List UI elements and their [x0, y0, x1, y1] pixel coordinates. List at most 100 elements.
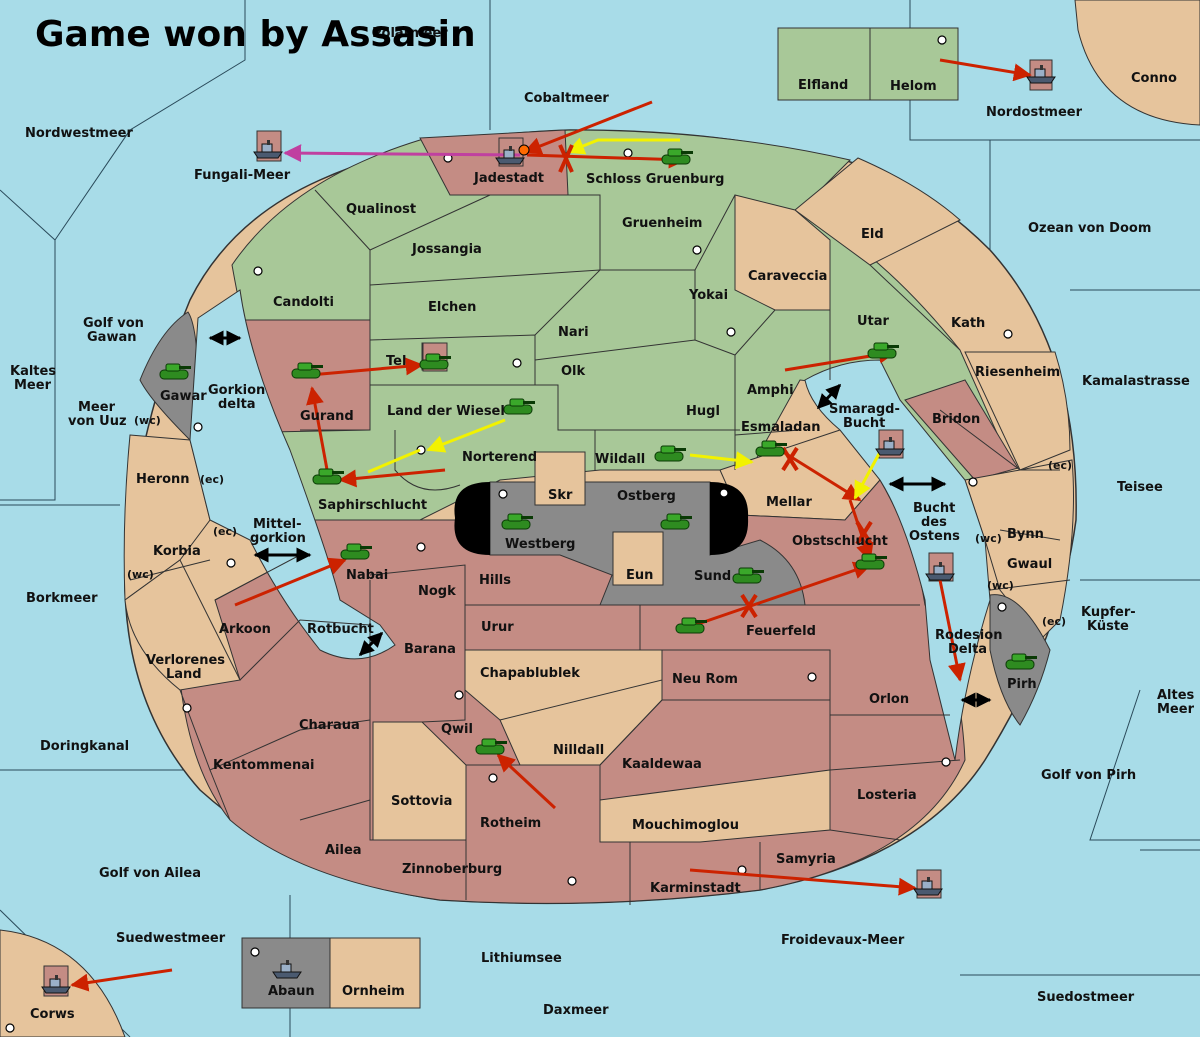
svg-text:Heronn: Heronn	[136, 472, 190, 487]
svg-text:Zinnoberburg: Zinnoberburg	[402, 862, 502, 877]
svg-text:Rodesion: Rodesion	[935, 628, 1002, 643]
svg-text:(wc): (wc)	[975, 532, 1002, 545]
svg-text:Gruenheim: Gruenheim	[622, 216, 702, 231]
svg-text:Jossangia: Jossangia	[411, 242, 482, 257]
svg-text:Altes: Altes	[1157, 688, 1195, 703]
svg-text:Urur: Urur	[481, 620, 514, 635]
svg-text:Skr: Skr	[548, 488, 573, 503]
svg-text:Kath: Kath	[951, 316, 985, 331]
svg-text:Tel: Tel	[386, 354, 406, 369]
svg-text:Nordwestmeer: Nordwestmeer	[25, 126, 133, 141]
move-arrow-jade	[523, 100, 653, 155]
svg-text:Ozean von Doom: Ozean von Doom	[1028, 221, 1151, 236]
svg-text:Corws: Corws	[30, 1007, 75, 1022]
svg-text:Kupfer-: Kupfer-	[1081, 605, 1136, 620]
svg-text:Gawar: Gawar	[160, 389, 207, 404]
svg-text:Meer: Meer	[1157, 702, 1195, 717]
svg-text:Gorkion: Gorkion	[208, 383, 265, 398]
svg-text:Eld: Eld	[861, 227, 884, 242]
svg-text:Losteria: Losteria	[857, 788, 917, 803]
svg-text:Karminstadt: Karminstadt	[650, 881, 741, 896]
svg-text:Ostberg: Ostberg	[617, 489, 676, 504]
svg-text:Conno: Conno	[1131, 71, 1177, 86]
eld-region[interactable]	[794, 157, 961, 266]
order-arrows	[70, 58, 1032, 992]
svg-text:Mellar: Mellar	[766, 495, 812, 510]
conno-region[interactable]	[1074, 0, 1200, 126]
svg-text:Kaltes: Kaltes	[10, 364, 56, 379]
failed-order-marks	[558, 144, 873, 619]
skr-region[interactable]	[534, 451, 586, 506]
svg-text:Meer: Meer	[14, 378, 52, 393]
sottovia-region[interactable]	[372, 721, 467, 841]
svg-text:Feuerfeld: Feuerfeld	[746, 624, 816, 639]
svg-text:Schloss Gruenburg: Schloss Gruenburg	[586, 172, 724, 187]
svg-text:Esmaladan: Esmaladan	[741, 420, 821, 435]
svg-text:(wc): (wc)	[987, 579, 1014, 592]
svg-text:Delta: Delta	[948, 642, 987, 657]
svg-text:Lithiumsee: Lithiumsee	[481, 951, 562, 966]
ostberg-ends	[710, 482, 749, 555]
svg-text:Orlon: Orlon	[869, 692, 909, 707]
svg-text:Westberg: Westberg	[505, 537, 575, 552]
svg-text:Doringkanal: Doringkanal	[40, 739, 129, 754]
svg-text:Hills: Hills	[479, 573, 511, 588]
svg-text:Jadestadt: Jadestadt	[473, 171, 544, 186]
adjacency-arrows	[208, 330, 992, 708]
svg-text:Verlorenes: Verlorenes	[146, 653, 225, 668]
svg-text:(wc): (wc)	[127, 568, 154, 581]
svg-text:Mittel-: Mittel-	[253, 517, 302, 532]
svg-text:Helom: Helom	[890, 79, 937, 94]
svg-text:Bridon: Bridon	[932, 412, 980, 427]
game-title: Game won by Assasin	[35, 14, 476, 55]
svg-text:Küste: Küste	[1087, 619, 1129, 634]
svg-text:(ec): (ec)	[200, 473, 224, 486]
svg-text:Nogk: Nogk	[418, 584, 456, 599]
svg-text:(wc): (wc)	[134, 414, 161, 427]
svg-text:Suedwestmeer: Suedwestmeer	[116, 931, 226, 946]
svg-text:Fungali-Meer: Fungali-Meer	[194, 168, 291, 183]
svg-text:Qwil: Qwil	[441, 722, 473, 737]
svg-text:Kaaldewaa: Kaaldewaa	[622, 757, 702, 772]
svg-text:Utar: Utar	[857, 314, 890, 329]
svg-text:Golf von Ailea: Golf von Ailea	[99, 866, 201, 881]
svg-text:Daxmeer: Daxmeer	[543, 1003, 609, 1018]
svg-text:Obstschlucht: Obstschlucht	[792, 534, 888, 549]
svg-text:Sottovia: Sottovia	[391, 794, 452, 809]
svg-text:Nari: Nari	[558, 325, 589, 340]
elfland-region[interactable]	[777, 27, 871, 101]
svg-text:Abaun: Abaun	[268, 984, 315, 999]
svg-text:(ec): (ec)	[1042, 615, 1066, 628]
westberg-ends	[454, 482, 490, 555]
eun-region[interactable]	[612, 531, 664, 586]
svg-text:Borkmeer: Borkmeer	[26, 591, 98, 606]
svg-text:Samyria: Samyria	[776, 852, 836, 867]
svg-text:Elfland: Elfland	[798, 78, 848, 93]
svg-text:delta: delta	[218, 397, 256, 412]
svg-text:Elchen: Elchen	[428, 300, 476, 315]
svg-text:Olk: Olk	[561, 364, 586, 379]
svg-text:Chapablublek: Chapablublek	[480, 666, 580, 681]
svg-text:Golf von: Golf von	[83, 316, 144, 331]
region-labels: Polarmeer Game won by Assasin Conno Nord…	[10, 14, 1195, 1022]
svg-text:Ostens: Ostens	[909, 529, 960, 544]
svg-text:(ec): (ec)	[213, 525, 237, 538]
svg-text:Meer: Meer	[78, 400, 116, 415]
svg-text:Kentommenai: Kentommenai	[213, 758, 314, 773]
svg-text:Land der Wiesel: Land der Wiesel	[387, 404, 505, 419]
dislodged-marker	[518, 144, 530, 156]
support-arrow-schloss	[566, 137, 680, 155]
svg-text:Eun: Eun	[626, 568, 653, 583]
svg-text:Amphi: Amphi	[747, 383, 794, 398]
svg-text:Gawan: Gawan	[87, 330, 136, 345]
verlorenes-region[interactable]	[124, 559, 241, 691]
ornheim-region[interactable]	[329, 937, 421, 1009]
svg-text:Rotheim: Rotheim	[480, 816, 541, 831]
move-arrow-schloss	[526, 150, 687, 169]
svg-text:Rotbucht: Rotbucht	[307, 622, 374, 637]
svg-text:Suedostmeer: Suedostmeer	[1037, 990, 1135, 1005]
riesenheim-region[interactable]	[964, 351, 1071, 471]
svg-text:Yokai: Yokai	[688, 288, 728, 303]
svg-text:Saphirschlucht: Saphirschlucht	[318, 498, 427, 513]
internal-borders	[129, 189, 1071, 905]
